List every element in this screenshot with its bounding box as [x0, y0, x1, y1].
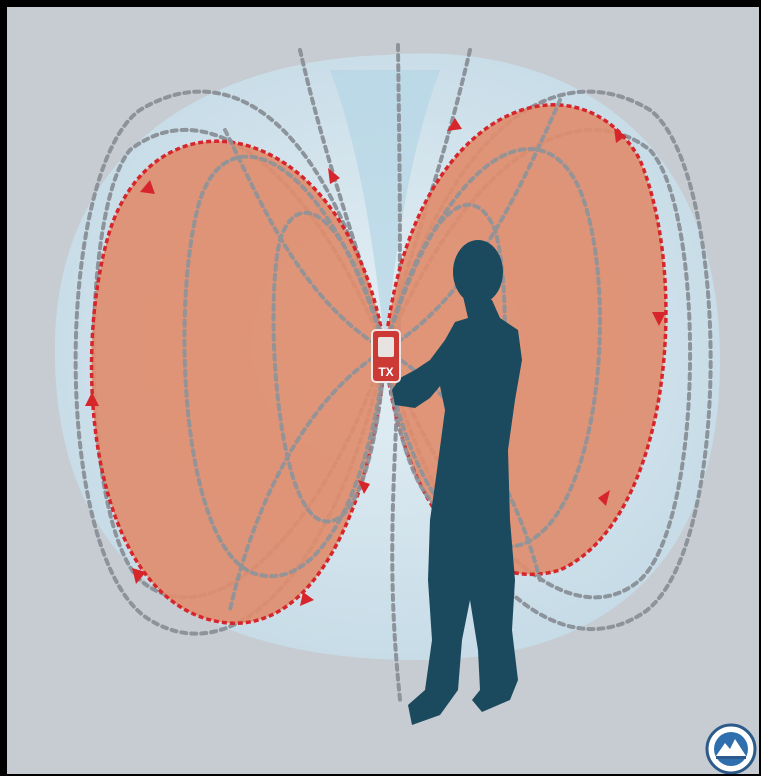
magnetic-field-diagram: TX [7, 7, 759, 774]
diagram-panel: TX [7, 7, 759, 774]
mountain-seal-icon [705, 723, 757, 774]
tx-label: TX [378, 365, 393, 379]
